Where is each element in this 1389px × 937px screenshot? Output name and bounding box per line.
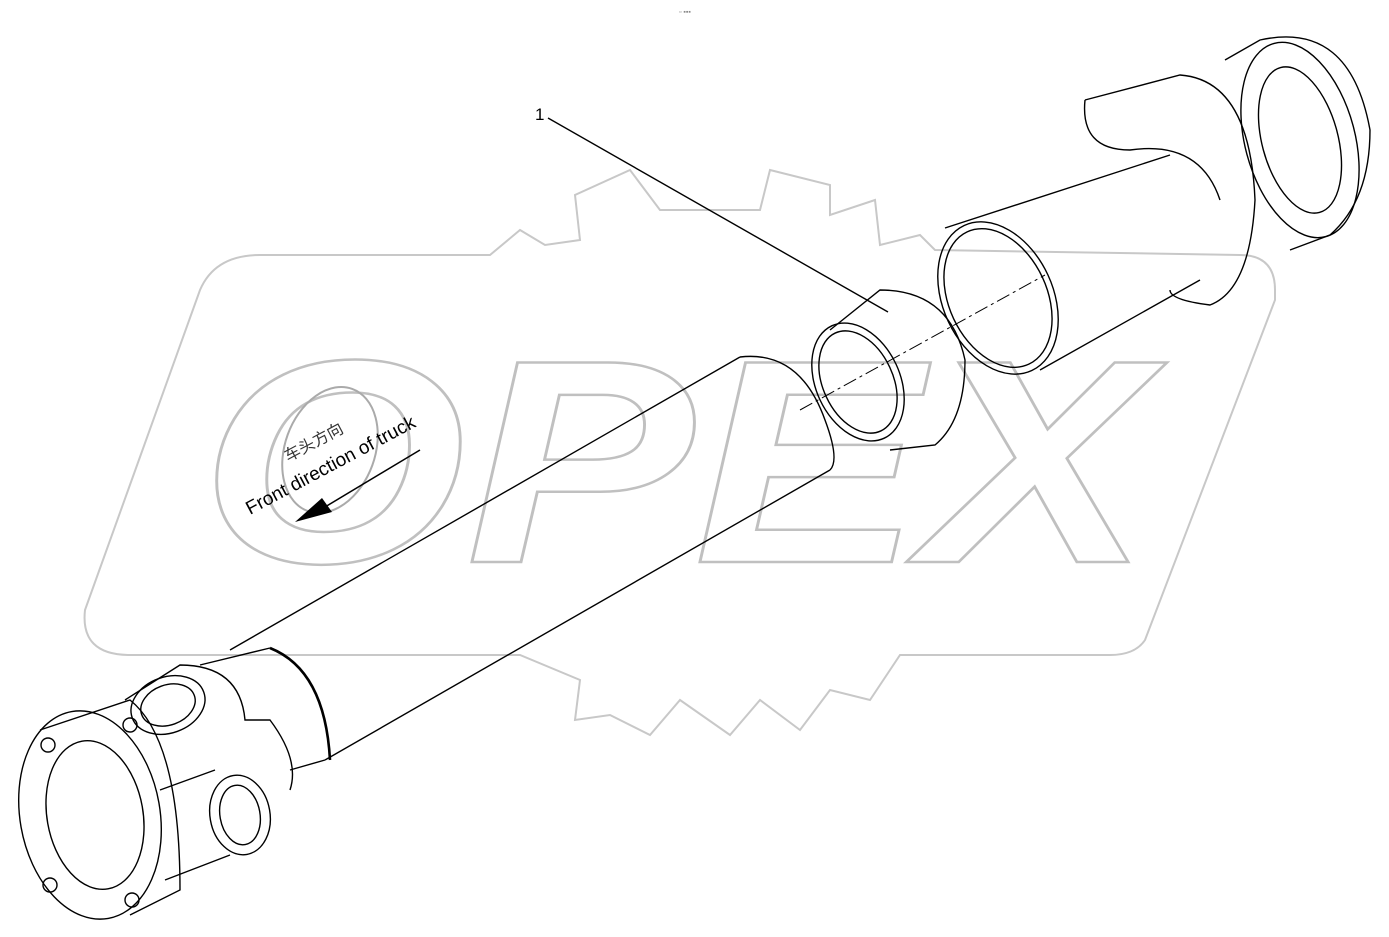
watermark-text: OPEX [200, 300, 1168, 624]
toolbar-glyph: ▫ ▪▪▪ [679, 9, 691, 16]
slip-yoke-end [1083, 36, 1371, 306]
watermark-gear-outline [83, 168, 1276, 737]
ring-part-1 [811, 289, 966, 451]
direction-arrow-head [295, 498, 332, 522]
callout-label: 1 [535, 105, 544, 124]
shaft-tube [229, 274, 1046, 761]
callout-leader-line [547, 117, 889, 313]
callout-1: 1 [535, 105, 889, 313]
direction-arrow-line [319, 449, 421, 511]
universal-joint-flange [17, 646, 332, 920]
watermark-logo: OPEX [83, 168, 1276, 737]
